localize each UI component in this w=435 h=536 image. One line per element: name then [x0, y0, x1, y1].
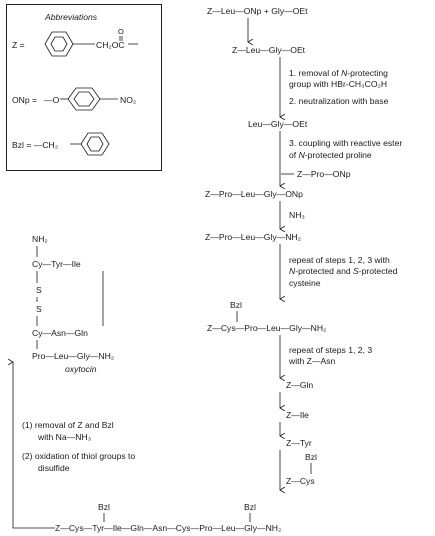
step2-text: 2. neutralization with base: [289, 96, 389, 106]
sulfur-2: S: [36, 304, 42, 314]
repeat-steps-text: repeat of steps 1, 2, 3 with: [289, 255, 390, 265]
final-step2: (2) oxidation of thiol groups to: [22, 451, 136, 461]
tripeptide-amide: Z—Pro—Leu—Gly—NH₂: [205, 232, 301, 242]
z-ile: Z—Ile: [286, 410, 309, 420]
tetrapeptide: Z—Cys—Pro—Leu—Gly—NH₂: [207, 323, 327, 333]
z-cys: Z—Cys: [286, 476, 315, 486]
final-step1-b: with Na—NH₃: [38, 432, 92, 442]
dipeptide: Leu—Gly—OEt: [248, 119, 308, 129]
bzl-protect-1: Bzl: [230, 300, 242, 310]
start-reagents: Z—Leu—ONp + Gly—OEt: [207, 6, 308, 16]
oxytocin-top-row: Cy—Tyr—Ile: [32, 259, 81, 269]
benzene-ring-icon: [44, 31, 74, 57]
oxytocin-nh2: NH₂: [32, 234, 48, 244]
z-carbonyl-o: O: [118, 27, 124, 36]
final-step1: (1) removal of Z and Bzl: [22, 420, 114, 430]
oxytocin-bottom-row: Pro—Leu—Gly—NH₂: [32, 351, 115, 361]
protected-nonapeptide: Z—Cys—Tyr—Ile—Gln—Asn—Cys—Pro—Leu—Gly—NH…: [55, 523, 282, 533]
repeat2-text: repeat of steps 1, 2, 3: [289, 345, 373, 355]
step3-text-b: of N-protected proline: [289, 150, 372, 160]
onp-label: ONp =: [12, 95, 38, 105]
nitrophenyl-ring-icon: [67, 87, 101, 111]
bzl-cys: Bzl: [305, 452, 317, 462]
z-label: Z =: [12, 40, 25, 50]
step3-text: 3. coupling with reactive ester: [289, 138, 403, 148]
oxytocin-name: oxytocin: [65, 364, 97, 374]
repeat2-text-b: with Z—Asn: [289, 356, 336, 366]
z-gln: Z—Gln: [286, 380, 314, 390]
oxytocin-mid-row: Cy—Asn—Gln: [32, 328, 88, 338]
repeat-steps-text-b: N-protected and S-protected: [289, 266, 398, 276]
onp-oxygen: —O: [44, 95, 60, 105]
benzyl-ring-icon: [80, 132, 110, 156]
final-step2-b: disulfide: [38, 463, 70, 473]
step1-text-b: group with HBr-CH₃CO₂H: [289, 79, 388, 89]
abbreviations-title: Abbreviations: [45, 12, 98, 22]
sulfur-1: S: [36, 285, 42, 295]
repeat-steps-text-c: cysteine: [289, 278, 321, 288]
final-bzl-1: Bzl: [98, 502, 110, 512]
proline-reagent: Z—Pro—ONp: [297, 169, 351, 179]
z-group-text: CH₂OC: [96, 40, 125, 50]
abbreviations-box: [6, 4, 162, 171]
bzl-label: Bzl = —CH₂: [12, 140, 59, 150]
tripeptide-onp: Z—Pro—Leu—Gly—ONp: [205, 189, 303, 199]
ammonia-reagent: NH₃: [289, 210, 305, 220]
protected-dipeptide: Z—Leu—Gly—OEt: [232, 45, 306, 55]
final-bzl-2: Bzl: [244, 502, 256, 512]
onp-nitro: NO₂: [120, 95, 137, 105]
step1-text: 1. removal of N-protecting: [289, 68, 388, 78]
z-tyr: Z—Tyr: [286, 438, 312, 448]
